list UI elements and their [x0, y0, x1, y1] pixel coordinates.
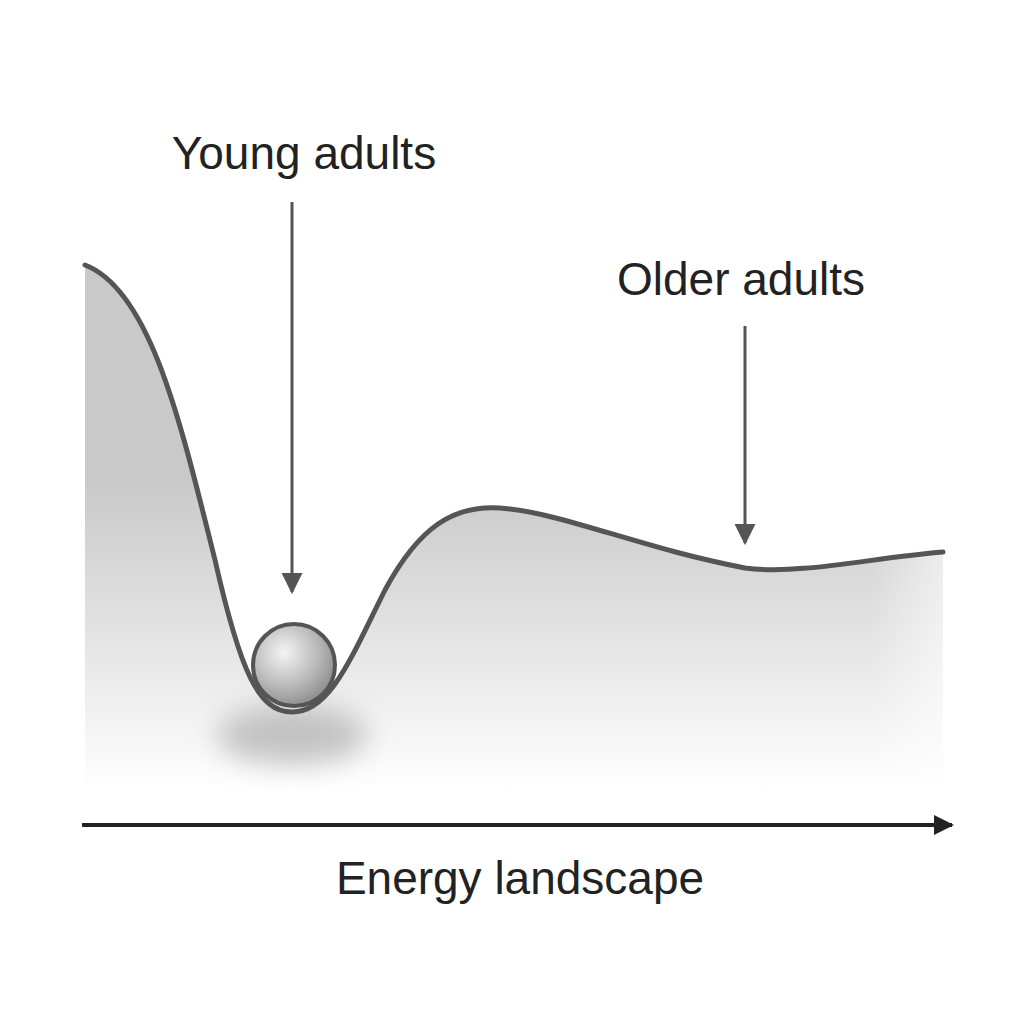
leader-arrow: [291, 202, 294, 592]
leader-arrow: [744, 326, 747, 543]
landscape-fill: [85, 265, 950, 800]
group-label: Older adults: [617, 254, 865, 305]
group-label: Young adults: [172, 128, 436, 179]
landscape-curve: [85, 265, 943, 712]
axis-label: Energy landscape: [336, 853, 704, 904]
ball: [253, 624, 335, 706]
axis-arrow: [82, 823, 952, 827]
